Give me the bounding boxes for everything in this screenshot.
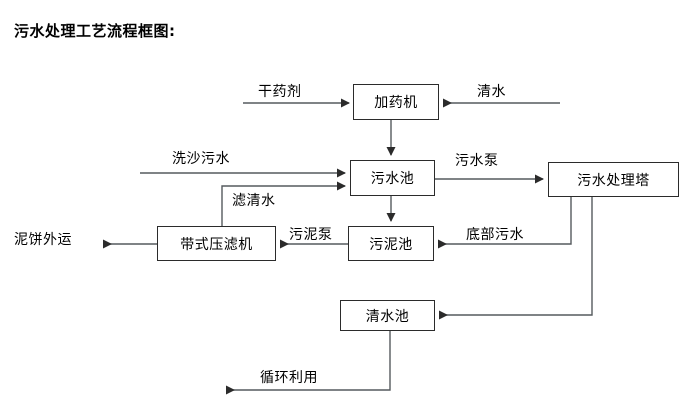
edge-label-dry-reagent: 干药剂 [258, 84, 302, 100]
page-title: 污水处理工艺流程框图: [14, 22, 176, 40]
edge-tower-to-clear-pond [439, 197, 593, 320]
edge-label-sewage-pump: 污水泵 [455, 153, 499, 169]
edge-label-bottom-sewage: 底部污水 [466, 227, 524, 243]
edge-label-filtrate-water: 滤清水 [232, 193, 276, 209]
edge-filtrate-to-sewage-pond [221, 181, 346, 226]
node-clear-pond[interactable]: 清水池 [340, 300, 435, 331]
terminal-label-mud-cake-out: 泥饼外运 [14, 232, 72, 248]
edge-label-sludge-pump: 污泥泵 [289, 227, 333, 243]
node-sludge-pond[interactable]: 污泥池 [348, 226, 434, 261]
edge-label-sand-wash-sewage: 洗沙污水 [172, 151, 230, 167]
node-sewage-pond[interactable]: 污水池 [350, 160, 435, 196]
edge-label-recycle-use: 循环利用 [260, 370, 318, 386]
edge-clear-pond-to-recycle [226, 331, 391, 395]
node-dosing-machine[interactable]: 加药机 [353, 84, 439, 120]
edge-label-clean-water: 清水 [477, 84, 506, 100]
node-belt-press[interactable]: 带式压滤机 [157, 226, 276, 261]
edge-bottom-sewage-to-sludge-pond [438, 197, 572, 249]
node-treatment-tower[interactable]: 污水处理塔 [548, 162, 679, 197]
